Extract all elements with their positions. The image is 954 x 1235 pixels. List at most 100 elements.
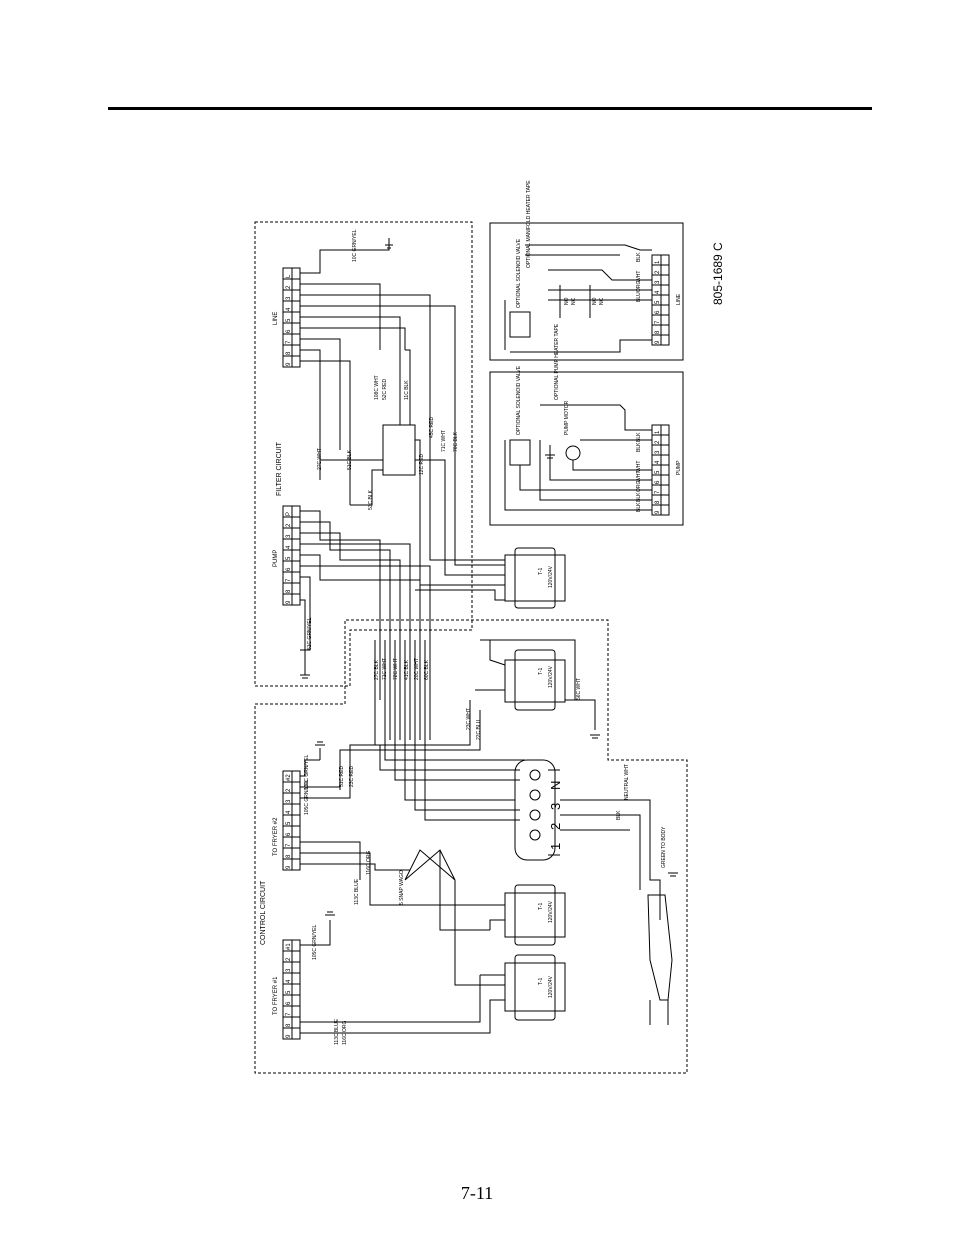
svg-text:5: 5 (286, 990, 292, 994)
pump-motor-icon[interactable] (565, 445, 581, 461)
svg-text:NO: NO (564, 297, 570, 305)
svg-text:OPTIONAL SOLENOID VALVE: OPTIONAL SOLENOID VALVE (516, 238, 522, 308)
svg-text:BLU: BLU (636, 292, 642, 302)
svg-text:71C WHT: 71C WHT (441, 430, 447, 452)
svg-text:T-1: T-1 (538, 978, 544, 985)
svg-text:4: 4 (286, 545, 292, 549)
wago-label: 5 SNAP WAGO (399, 870, 405, 905)
filter-circuit-border (254, 221, 473, 687)
svg-text:WHT: WHT (636, 271, 642, 282)
line-terminal-strip (282, 267, 301, 368)
control-transformer-lower (504, 954, 566, 1021)
svg-text:6: 6 (655, 480, 661, 484)
svg-text:51C BLK: 51C BLK (347, 449, 353, 470)
line-inset-border (489, 222, 684, 361)
svg-text:12C RED: 12C RED (419, 453, 425, 475)
svg-text:4: 4 (286, 979, 292, 983)
svg-text:113C BLUE: 113C BLUE (354, 878, 360, 905)
filter-transformer (504, 547, 566, 609)
svg-text:5: 5 (286, 821, 292, 825)
svg-text:7: 7 (286, 1012, 292, 1016)
control-transformer-upper (504, 649, 566, 711)
svg-text:8: 8 (286, 854, 292, 858)
svg-text:61C GRN/YEL: 61C GRN/YEL (307, 617, 313, 650)
svg-text:#2: #2 (286, 774, 292, 781)
svg-text:OPTIONAL PUMP HEATER TAPE: OPTIONAL PUMP HEATER TAPE (554, 323, 560, 400)
svg-text:1: 1 (655, 430, 661, 434)
power-cord (560, 799, 661, 920)
pump-terminal-numbers: 9 8 7 6 5 4 3 2 P (286, 512, 292, 604)
svg-text:70C BLK: 70C BLK (453, 431, 459, 452)
svg-text:N: N (548, 781, 563, 790)
label-to-fryer-2: TO FRYER #2 (273, 817, 279, 856)
svg-text:5: 5 (655, 300, 661, 304)
svg-text:4: 4 (286, 307, 292, 311)
svg-text:NEUTRAL WHT: NEUTRAL WHT (624, 764, 630, 800)
page-number: 7-11 (460, 1183, 494, 1203)
drawing-number: 805-1689 C (711, 242, 725, 305)
svg-text:9: 9 (655, 340, 661, 344)
svg-text:3: 3 (286, 534, 292, 538)
svg-text:20C WHT: 20C WHT (414, 658, 420, 680)
fryer1-terminal-numbers: 9 8 7 6 5 4 3 2 #1 (286, 943, 292, 1038)
svg-text:53C BLK: 53C BLK (368, 489, 374, 510)
svg-text:P: P (286, 512, 292, 516)
svg-text:51C RED: 51C RED (339, 765, 345, 787)
svg-text:8: 8 (286, 351, 292, 355)
svg-text:4: 4 (655, 460, 661, 464)
svg-text:60C BLK: 60C BLK (424, 659, 430, 680)
line-terminal-numbers: 9 8 7 6 5 4 3 2 L (286, 274, 292, 366)
fryer2-terminal-numbers: 9 8 7 6 5 4 3 2 #2 (286, 774, 292, 869)
svg-text:7: 7 (286, 340, 292, 344)
svg-text:120V/24V: 120V/24V (548, 565, 554, 588)
transformer-labels: T-1 120V/24V T-1 120V/24V T-1 120V/24V T… (538, 565, 554, 998)
pump-inset-solenoid (509, 439, 531, 466)
svg-text:ORG: ORG (636, 281, 642, 293)
header-rule (108, 107, 872, 110)
line-inset-labels: LINE OPTIONAL SOLENOID VALVE OPTIONAL MA… (516, 180, 682, 308)
control-wire-labels: 109C GRN/YEL 51C RED 23C RED 105C GRN/YE… (304, 678, 582, 1045)
svg-text:9: 9 (286, 362, 292, 366)
filter-wire-labels: 27C WHT 51C BLK 53C BLK 108C WHT 52C RED… (307, 229, 459, 650)
svg-text:45C RED: 45C RED (429, 416, 435, 438)
pump-inset-labels: PUMP OPTIONAL SOLENOID VALVE PUMP MOTOR … (516, 323, 682, 512)
pump-inset-border (489, 371, 684, 526)
svg-text:PUMP: PUMP (676, 460, 682, 475)
pump-inset-terminal-numbers: 9 8 7 6 5 4 3 2 1 (655, 430, 661, 514)
svg-text:5: 5 (655, 470, 661, 474)
svg-text:WHT: WHT (636, 461, 642, 472)
svg-text:120V/24V: 120V/24V (548, 665, 554, 688)
svg-text:5: 5 (286, 556, 292, 560)
svg-text:2: 2 (548, 823, 563, 830)
svg-text:5: 5 (286, 318, 292, 322)
svg-text:27C BLK: 27C BLK (374, 659, 380, 680)
label-to-fryer-1: TO FRYER #1 (273, 976, 279, 1015)
svg-text:NC: NC (571, 297, 577, 305)
label-pump: PUMP (273, 550, 279, 567)
svg-text:52C RED: 52C RED (382, 378, 388, 400)
filter-relay (382, 424, 416, 476)
cord-labels: NEUTRAL WHT BLK GREEN TO BODY (616, 764, 667, 868)
svg-text:8: 8 (286, 589, 292, 593)
wago-block (514, 759, 560, 861)
svg-text:T-1: T-1 (538, 903, 544, 910)
bundle-wire-labels: 27C BLK 71C WHT 72C WHT 41C BLK 20C WHT … (374, 658, 430, 680)
svg-text:116C ORG: 116C ORG (342, 1021, 348, 1045)
svg-text:2: 2 (655, 440, 661, 444)
svg-text:22C BLU: 22C BLU (476, 719, 482, 740)
svg-text:120V/24V: 120V/24V (548, 975, 554, 998)
svg-text:6: 6 (286, 832, 292, 836)
svg-text:NC: NC (599, 297, 605, 305)
svg-text:6: 6 (286, 567, 292, 571)
fryer1-terminal-strip (282, 939, 301, 1040)
svg-text:105C GRN/YEL: 105C GRN/YEL (304, 779, 310, 815)
svg-text:6: 6 (655, 310, 661, 314)
svg-text:3: 3 (286, 968, 292, 972)
svg-text:2: 2 (286, 285, 292, 289)
svg-text:2: 2 (286, 957, 292, 961)
svg-text:2: 2 (286, 523, 292, 527)
svg-text:108C WHT: 108C WHT (374, 375, 380, 400)
svg-text:BLK: BLK (636, 252, 642, 262)
svg-text:11C BLK: 11C BLK (404, 380, 410, 400)
